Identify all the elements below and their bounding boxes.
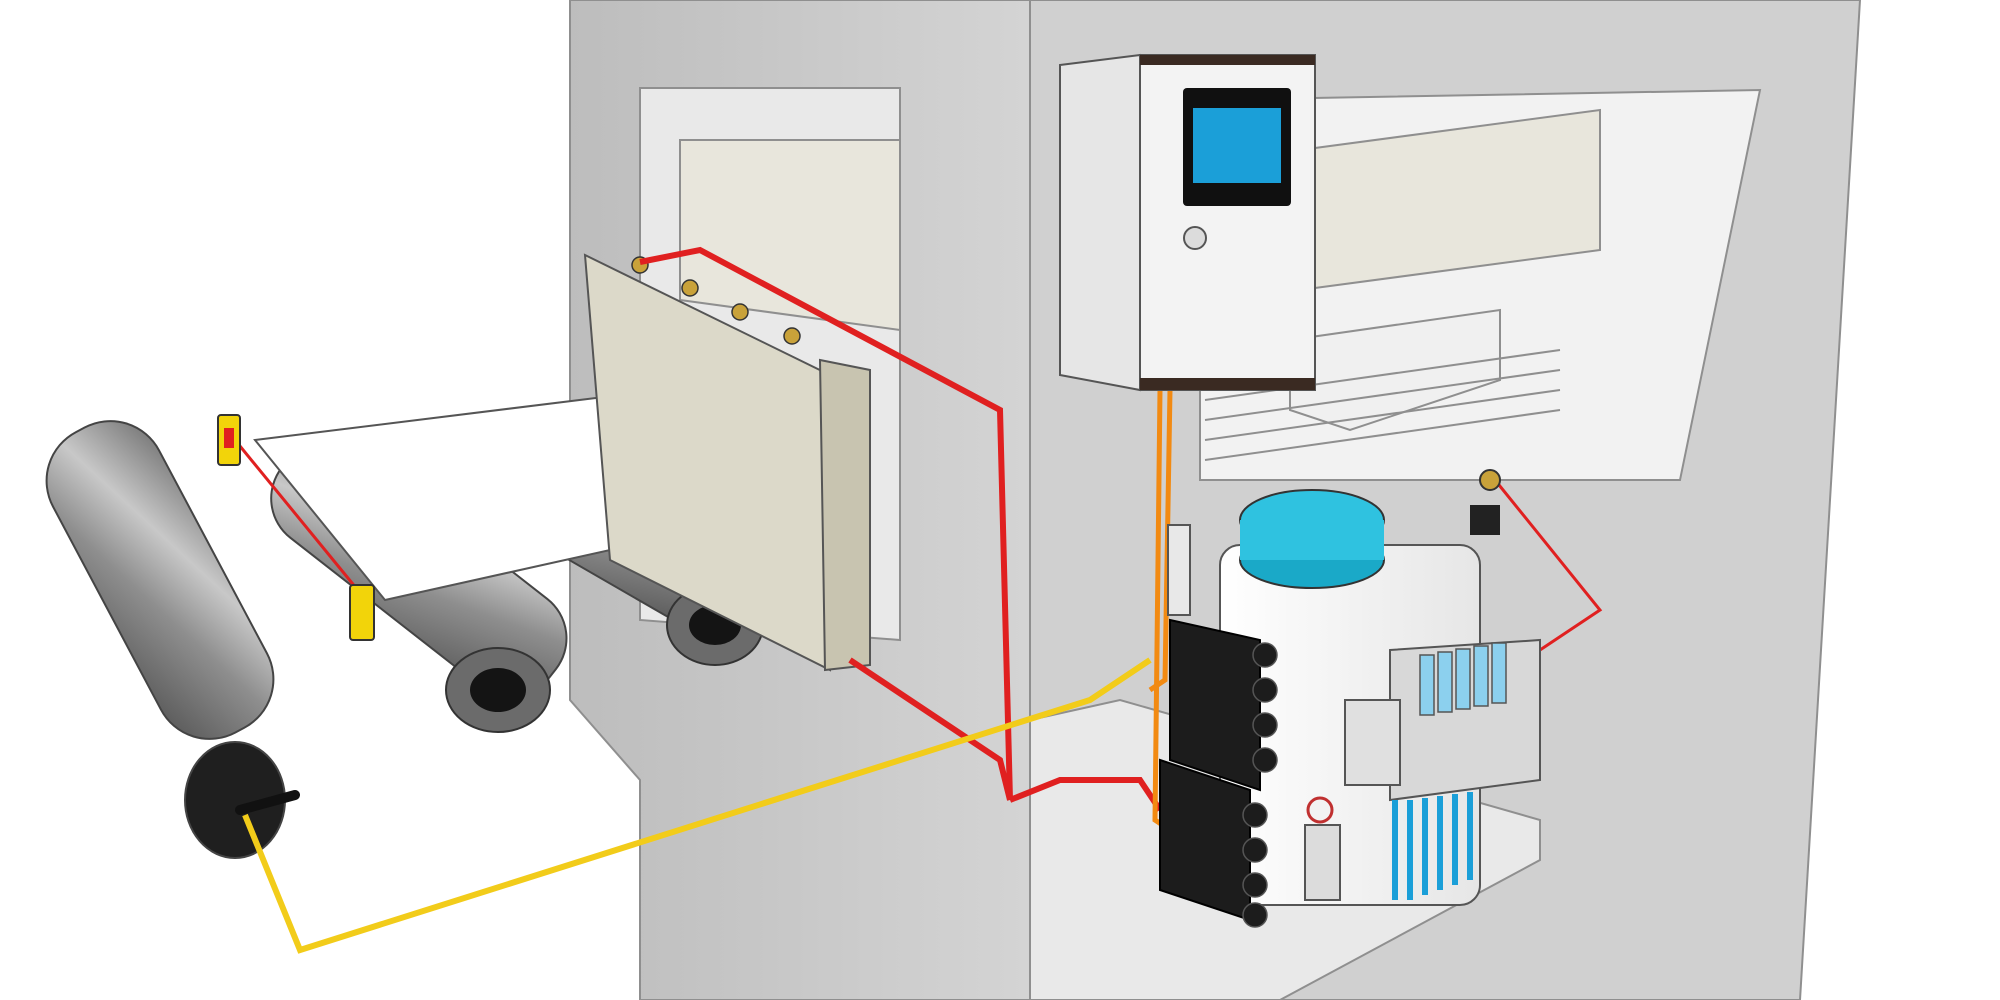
manifold-fittings	[1242, 642, 1278, 928]
manifold-blocks	[1159, 618, 1261, 922]
sensor-icon	[349, 584, 375, 641]
die-rails	[1204, 349, 1561, 461]
spray-bar-end-plate	[818, 358, 871, 672]
tank-lid-side	[1240, 520, 1384, 560]
roller-front	[45, 420, 275, 740]
yellow-hose	[242, 657, 1152, 954]
level-valve	[1479, 469, 1501, 491]
spray-bar	[583, 253, 871, 672]
cabinet-top-trim	[1140, 55, 1315, 65]
left-die-block	[679, 139, 901, 332]
control-cabinet	[1059, 53, 1316, 392]
roller-handle	[235, 790, 300, 815]
motor-block	[1344, 699, 1401, 786]
hoses	[233, 246, 1603, 954]
filter-regulator	[1304, 824, 1341, 901]
level-valve-base	[1470, 505, 1500, 535]
pressure-gauge-icon	[1306, 796, 1334, 824]
red-hose-bar-upper	[639, 246, 1013, 801]
red-hose-bar-lower	[848, 657, 1013, 801]
red-hose-to-pump	[1008, 777, 1163, 812]
blue-tubes	[1392, 792, 1473, 900]
sensors	[217, 414, 375, 641]
manifold-upper	[1169, 618, 1261, 792]
flow-indicator	[1167, 524, 1191, 616]
red-hose-valve	[1493, 479, 1603, 652]
valve-stack	[1419, 642, 1507, 716]
touchscreen-display	[1193, 108, 1281, 183]
cabinet-bottom-trim	[1140, 378, 1315, 390]
control-cabinet-icon	[1059, 53, 1141, 392]
cabinet-lock	[1183, 226, 1207, 250]
roller-back-bore	[470, 668, 526, 712]
red-hose-sensors	[233, 439, 372, 606]
valve-island-icon	[1389, 638, 1541, 900]
pump-unit	[1159, 469, 1541, 928]
spray-nozzles	[631, 256, 801, 345]
